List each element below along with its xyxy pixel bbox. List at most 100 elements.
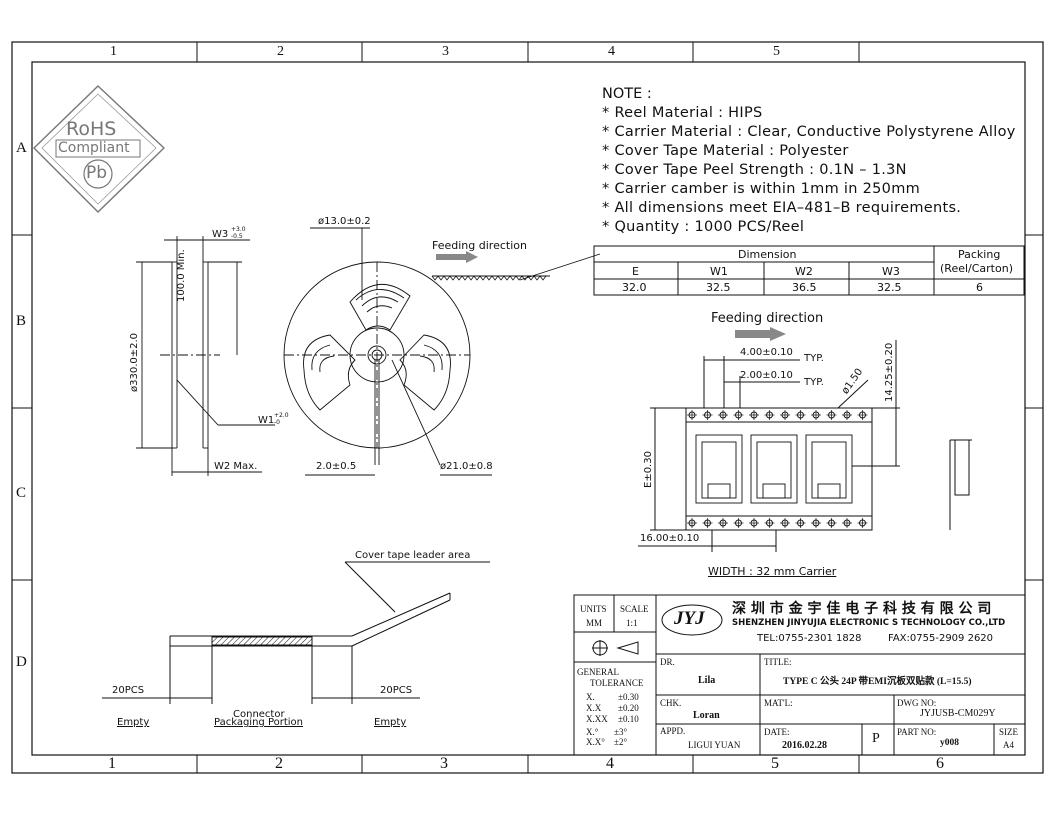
dimension-table bbox=[593, 245, 1025, 296]
sprocket-holes bbox=[687, 410, 868, 528]
note-line: * Cover Tape Material : Polyester bbox=[602, 143, 849, 159]
col-e: E bbox=[632, 265, 639, 278]
right-empty: Empty bbox=[374, 717, 407, 728]
tol-val: ±0.20 bbox=[618, 703, 639, 713]
cover-tape-label: Cover tape leader area bbox=[355, 550, 471, 561]
col-5-top: 5 bbox=[773, 44, 780, 59]
w3-label: W3 bbox=[212, 229, 229, 240]
company-logo: JYJ bbox=[674, 608, 705, 629]
dr-label: DR. bbox=[660, 657, 675, 667]
carrier-width-label: WIDTH : 32 mm Carrier bbox=[708, 565, 837, 578]
dim-header: Dimension bbox=[738, 248, 797, 261]
note-line: * Quantity : 1000 PCS/Reel bbox=[602, 219, 805, 235]
col-3-top: 3 bbox=[442, 44, 449, 59]
col-w1: W1 bbox=[710, 265, 728, 278]
half-pitch-typ: TYP. bbox=[804, 377, 824, 388]
tolerance-title: GENERAL bbox=[577, 667, 619, 677]
tol-val: ±3° bbox=[614, 727, 628, 737]
tolerance-subtitle: TOLERANCE bbox=[590, 678, 644, 688]
size-value: A4 bbox=[1003, 740, 1014, 750]
half-pitch-label: 2.00±0.10 bbox=[740, 370, 793, 381]
tol-key: X.X° bbox=[586, 737, 605, 747]
appd-label: APPD. bbox=[660, 726, 686, 736]
col-1-bottom: 1 bbox=[108, 755, 116, 772]
pitch-label: 4.00±0.10 bbox=[740, 347, 793, 358]
date-value: 2016.02.28 bbox=[782, 740, 827, 751]
val-packing: 6 bbox=[976, 281, 983, 294]
w2-label: W2 Max. bbox=[214, 461, 258, 472]
left-count: 20PCS bbox=[112, 685, 145, 696]
left-empty: Empty bbox=[117, 717, 150, 728]
company-fax: FAX:0755-2909 2620 bbox=[888, 633, 994, 644]
row-b: B bbox=[16, 313, 27, 329]
part-no-value: y008 bbox=[940, 738, 959, 748]
note-line: * All dimensions meet EIA–481–B requirem… bbox=[602, 200, 962, 216]
w3-tol-bot: -0.5 bbox=[231, 233, 243, 240]
drawing-title: TYPE C 公头 24P 带EMI沉板双贴款 (L=15.5) bbox=[783, 677, 972, 687]
reel-front-view bbox=[283, 227, 492, 476]
rohs-compliant: Compliant bbox=[58, 140, 130, 156]
row-c: C bbox=[16, 485, 27, 501]
row-a: A bbox=[16, 140, 27, 156]
right-count: 20PCS bbox=[380, 685, 413, 696]
val-e: 32.0 bbox=[622, 281, 647, 294]
title-label: TITLE: bbox=[764, 657, 792, 667]
col-2-bottom: 2 bbox=[275, 755, 283, 772]
f-distance-label: 14.25±0.20 bbox=[884, 342, 895, 402]
slot-width-label: 2.0±0.5 bbox=[316, 461, 357, 472]
packing-header: Packing bbox=[958, 248, 1001, 261]
chk-label: CHK. bbox=[660, 698, 682, 708]
rohs-pb: Pb bbox=[86, 163, 108, 183]
feed-arrow-2 bbox=[735, 327, 786, 341]
company-tel: TEL:0755-2301 1828 bbox=[757, 633, 862, 644]
tol-val: ±2° bbox=[614, 737, 628, 747]
carrier-pockets bbox=[695, 434, 853, 504]
note-heading: NOTE : bbox=[602, 86, 652, 102]
note-line: * Carrier Material : Clear, Conductive P… bbox=[602, 124, 1016, 140]
p-pitch-label: 16.00±0.10 bbox=[640, 533, 700, 544]
date-label: DATE: bbox=[764, 727, 790, 737]
company-name-en: SHENZHEN JINYUJIA ELECTRONIC S TECHNOLOG… bbox=[732, 618, 1006, 628]
appd-value: LIGUI YUAN bbox=[688, 740, 741, 750]
col-1-top: 1 bbox=[110, 44, 117, 59]
col-w3: W3 bbox=[882, 265, 900, 278]
scale-label: SCALE bbox=[620, 604, 649, 614]
packing-sub: (Reel/Carton) bbox=[940, 262, 1013, 275]
dwg-no-label: DWG NO: bbox=[897, 698, 937, 708]
note-line: * Reel Material : HIPS bbox=[602, 105, 763, 121]
units-value: MM bbox=[586, 618, 603, 628]
feed-arrow-1 bbox=[431, 251, 601, 281]
leader-diagram bbox=[102, 561, 490, 704]
inner-diameter-label: ø21.0±0.8 bbox=[440, 461, 493, 472]
tol-key: X.XX bbox=[586, 714, 608, 724]
reel-diameter-label: ø330.0±2.0 bbox=[129, 332, 140, 392]
carrier-tape bbox=[638, 340, 972, 552]
col-5-bottom: 5 bbox=[771, 755, 779, 772]
p-mark: P bbox=[872, 731, 880, 746]
w3-tol-top: +3.0 bbox=[231, 226, 246, 233]
material-label: MAT'L: bbox=[764, 698, 793, 708]
connector-label: Connector bbox=[233, 709, 285, 720]
note-line: * Carrier camber is within 1mm in 250mm bbox=[602, 181, 921, 197]
e-width-label: E±0.30 bbox=[643, 451, 654, 488]
units-label: UNITS bbox=[580, 604, 607, 614]
tol-key: X.X bbox=[586, 703, 602, 713]
feed-direction-2: Feeding direction bbox=[711, 311, 824, 326]
col-w2: W2 bbox=[795, 265, 813, 278]
col-4-bottom: 4 bbox=[606, 755, 614, 772]
title-block bbox=[573, 594, 1026, 756]
zone-ticks bbox=[12, 42, 1043, 773]
scale-value: 1:1 bbox=[626, 618, 638, 628]
chk-value: Loran bbox=[693, 710, 720, 721]
rohs-title: RoHS bbox=[66, 118, 117, 140]
part-no-label: PART NO: bbox=[897, 727, 937, 737]
tol-key: X. bbox=[586, 692, 595, 702]
size-label: SIZE bbox=[999, 727, 1018, 737]
packaging-portion-label: Packaging Portion bbox=[214, 717, 303, 728]
col-3-bottom: 3 bbox=[440, 755, 448, 772]
col-2-top: 2 bbox=[277, 44, 284, 59]
reel-side-view bbox=[136, 236, 275, 476]
w1-tol-bot: -0 bbox=[274, 419, 280, 426]
pitch-typ: TYP. bbox=[804, 353, 824, 364]
val-w2: 36.5 bbox=[792, 281, 817, 294]
